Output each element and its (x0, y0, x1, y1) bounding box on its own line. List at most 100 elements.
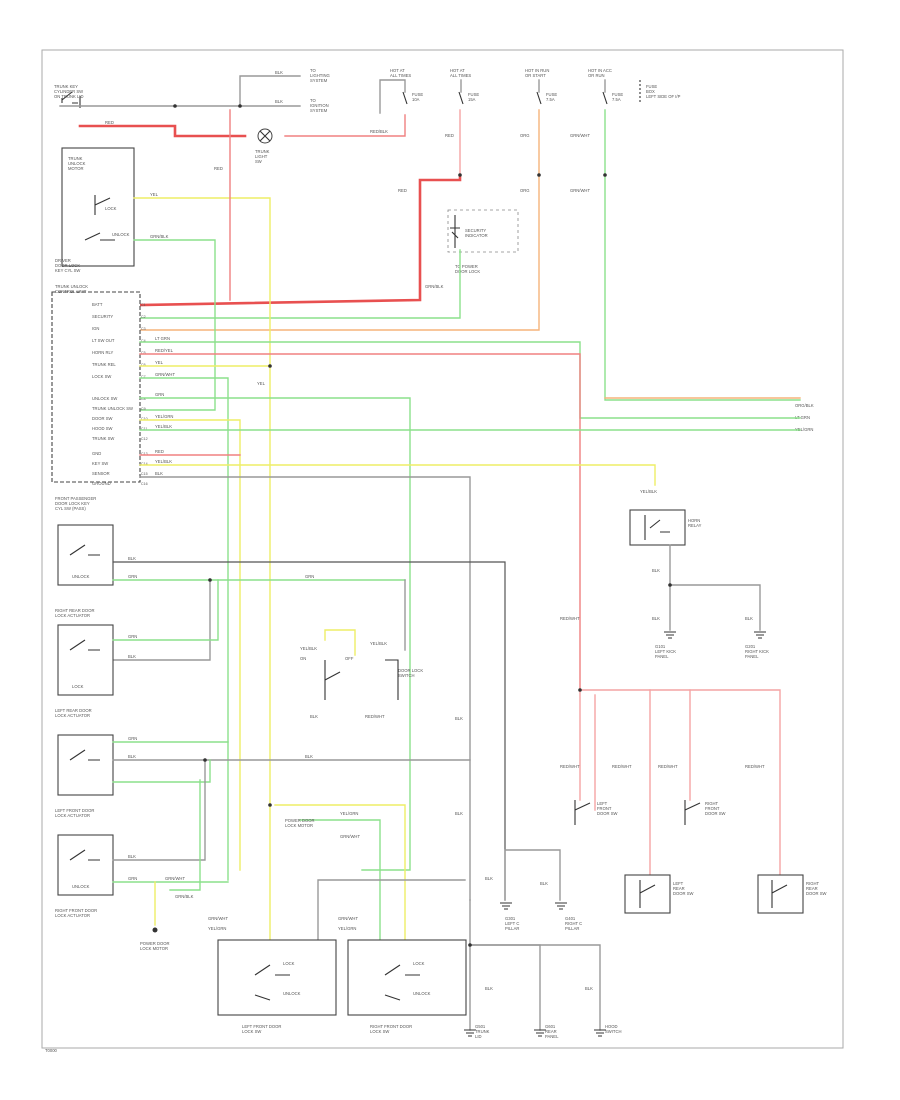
wire-label: LOCK ACTUATOR (55, 713, 90, 718)
wire-label: POWER DOOR (285, 818, 315, 823)
ground-rear-panel: G601 REAR PANEL (534, 1024, 559, 1039)
wire-label: 7.5A (546, 97, 555, 102)
wire-label: BLK (305, 754, 313, 759)
splice-dots (173, 104, 672, 947)
wire-label: LT GRN (155, 336, 170, 341)
wire-label: HORN (688, 518, 700, 523)
door-lock-switch: YEL/BLK ON OFF YEL/BLK DOOR LOCK SWITCH … (300, 629, 423, 719)
wire-label: RELAY (688, 523, 702, 528)
wire-label: RED/YEL (155, 348, 174, 353)
wire-label: TRUNK (68, 156, 83, 161)
wire-label: TRUNK UNLOCK SW (92, 406, 133, 411)
wire-label: LEFT REAR DOOR (55, 708, 92, 713)
ground-hood: HOOD SWITCH (594, 1024, 622, 1037)
wire-label: UNLOCK (413, 991, 431, 996)
wire-label: HOT AT (390, 68, 405, 73)
ground-c-pillar-left: G301 LEFT C PILLAR (500, 902, 519, 931)
wire-label: LEFT FRONT DOOR (55, 808, 94, 813)
trunk-key-cylinder-switch: TRUNK KEY CYLINDER SW ON TRUNK LID (54, 84, 83, 108)
wire-label: ON (300, 656, 306, 661)
wire-label: UNLOCK SW (92, 396, 117, 401)
trunk-unlock-control-unit: TRUNK UNLOCK CONTROL UNIT (51, 284, 141, 483)
wire-label: LEFT C (505, 921, 519, 926)
wire-label: BLK (485, 876, 493, 881)
wire-label: SECURITY (465, 228, 486, 233)
wire-label: C6 (141, 363, 146, 367)
wire-label: GRN/BLK (150, 234, 169, 239)
wire-label: PANEL (545, 1034, 559, 1039)
wire-label: C7 (141, 375, 146, 379)
wire-label: RIGHT C (565, 921, 582, 926)
wire-label: UNLOCK (68, 161, 86, 166)
wire-label: PANEL (745, 654, 759, 659)
wire-label: G201 (745, 644, 756, 649)
wire-label: LT GRN (795, 415, 810, 420)
wire-label: G101 (655, 644, 666, 649)
alarm-horn-ground-left: G101 LEFT KICK PANEL (655, 631, 676, 659)
wire-label: BLK (455, 811, 463, 816)
wire-label: C11 (141, 427, 147, 431)
wire-label: C16 (141, 482, 148, 486)
wire-label: BLK (652, 616, 660, 621)
wire-label: RED (105, 120, 114, 125)
wire-label: FRONT (597, 806, 612, 811)
wire-label: RED/WHT (365, 714, 385, 719)
wire-label: BOX (646, 89, 655, 94)
wire-label: C9 (141, 407, 146, 411)
wire-label: GRN/WHT (570, 133, 590, 138)
alarm-horn-ground-right: G201 RIGHT KICK PANEL (745, 631, 769, 659)
wire-label: UNLOCK (72, 574, 90, 579)
wire-label: LOCK MOTOR (140, 946, 168, 951)
wire-label: LT SW OUT (92, 338, 115, 343)
wire-label: YEL/GRN (338, 926, 356, 931)
wire-label: LEFT SIDE OF I/P (646, 94, 681, 99)
wire-label: REAR (673, 886, 685, 891)
wire-label: RED (155, 449, 164, 454)
footer-code: T0000 (45, 1048, 58, 1053)
wire-label: IGN (92, 326, 99, 331)
wire-label: TRUNK KEY (54, 84, 78, 89)
wire-label: YEL (155, 360, 164, 365)
wire-label: 10A (412, 97, 420, 102)
wire-label: RED (445, 133, 454, 138)
wire-label: DOOR LOCK (55, 263, 80, 268)
wire-label: LOCK MOTOR (285, 823, 313, 828)
wire-label: LIGHT (255, 154, 268, 159)
wire-label: RED/WHT (560, 616, 580, 621)
wire-label: REAR (806, 886, 818, 891)
wire-label: GRN (128, 876, 137, 881)
wire-label: DRIVER (55, 258, 71, 263)
wire-label: YEL/BLK (155, 459, 172, 464)
wire-label: UNLOCK (283, 991, 301, 996)
wire-label: BLK (128, 754, 136, 759)
wire-label: TO (310, 98, 316, 103)
wire-label: GROUND (92, 481, 111, 486)
wire-label: YEL/BLK (300, 646, 317, 651)
wire-label: SWITCH (605, 1029, 622, 1034)
wire-label: LOCK (283, 961, 295, 966)
wire-label: DOOR SW (597, 811, 618, 816)
wire-label: BLK (128, 654, 136, 659)
wire-label: OR START (525, 73, 546, 78)
wire-label: SYSTEM (310, 78, 328, 83)
wire-label: RIGHT FRONT DOOR (55, 908, 97, 913)
wire-label: BLK (745, 616, 753, 621)
wire-label: TRUNK SW (92, 436, 114, 441)
fuse-group: HOT AT ALL TIMES FUSE 10A HOT AT ALL TIM… (379, 68, 681, 114)
horn-relay: YEL/BLK HORN RELAY (629, 489, 702, 546)
diagram-frame (41, 49, 844, 1049)
wire-label: YEL/GRN (340, 811, 358, 816)
trunk-light-bulb: TRUNK LIGHT SW (255, 128, 273, 164)
wire-label: ALL TIMES (390, 73, 411, 78)
wire-label: INDICATOR (465, 233, 488, 238)
wire-label: RED/WHT (745, 764, 765, 769)
security-indicator: SECURITY INDICATOR TO POWER DOOR LOCK (447, 209, 519, 274)
wire-label: LOCK (105, 206, 117, 211)
wire-label: SYSTEM (310, 108, 328, 113)
wire-label: RIGHT REAR DOOR (55, 608, 94, 613)
wire-label: BLK (585, 986, 593, 991)
wire-label: TRUNK (255, 149, 270, 154)
wire-label: C15 (141, 472, 148, 476)
wire-label: YEL/GRN (155, 414, 173, 419)
wire-label: C3 (141, 327, 146, 331)
